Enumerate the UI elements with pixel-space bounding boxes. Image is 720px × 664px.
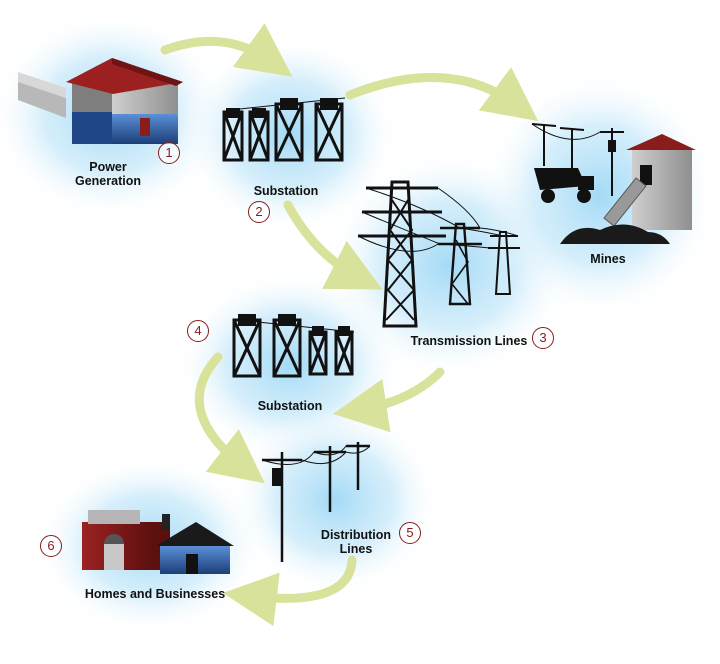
substation-1-label: Substation: [253, 184, 319, 198]
substation-icon: [222, 97, 346, 162]
power-generation-label: Power Generation: [58, 160, 158, 188]
step-6-badge: 6: [40, 535, 62, 557]
flow-arrow-icon: [283, 200, 383, 290]
utility-pole-icon: [261, 442, 371, 562]
flow-arrow-icon: [222, 555, 357, 627]
flow-arrow-icon: [345, 67, 539, 122]
dump-truck-icon: [534, 168, 594, 203]
house-icon: [156, 514, 234, 574]
substation-2-label: Substation: [257, 399, 323, 413]
mine-icon: [531, 123, 696, 244]
step-4-badge: 4: [187, 320, 209, 342]
step-5-badge: 5: [399, 522, 421, 544]
flow-arrow-icon: [333, 367, 445, 433]
distribution-lines-label-line1: Distribution: [320, 528, 392, 542]
step-3-badge: 3: [532, 327, 554, 349]
transmission-tower-icon: [357, 180, 520, 328]
transmission-lines-label: Transmission Lines: [410, 334, 528, 348]
distribution-lines-label: Distribution Lines: [306, 528, 406, 556]
substation-icon: [232, 314, 355, 378]
homes-and-businesses-label: Homes and Businesses: [84, 587, 226, 601]
power-plant-icon: [18, 58, 183, 144]
power-generation-label-line1: Power: [89, 160, 127, 174]
power-generation-label-line2: Generation: [75, 174, 141, 188]
flow-arrow-icon: [160, 23, 293, 77]
distribution-lines-label-line2: Lines: [339, 542, 373, 556]
step-1-badge: 1: [158, 142, 180, 164]
mines-label: Mines: [590, 252, 626, 266]
flow-arrow-icon: [194, 352, 265, 484]
flow-arrows: [160, 23, 539, 627]
factory-icon: [82, 510, 170, 570]
step-2-badge: 2: [248, 201, 270, 223]
